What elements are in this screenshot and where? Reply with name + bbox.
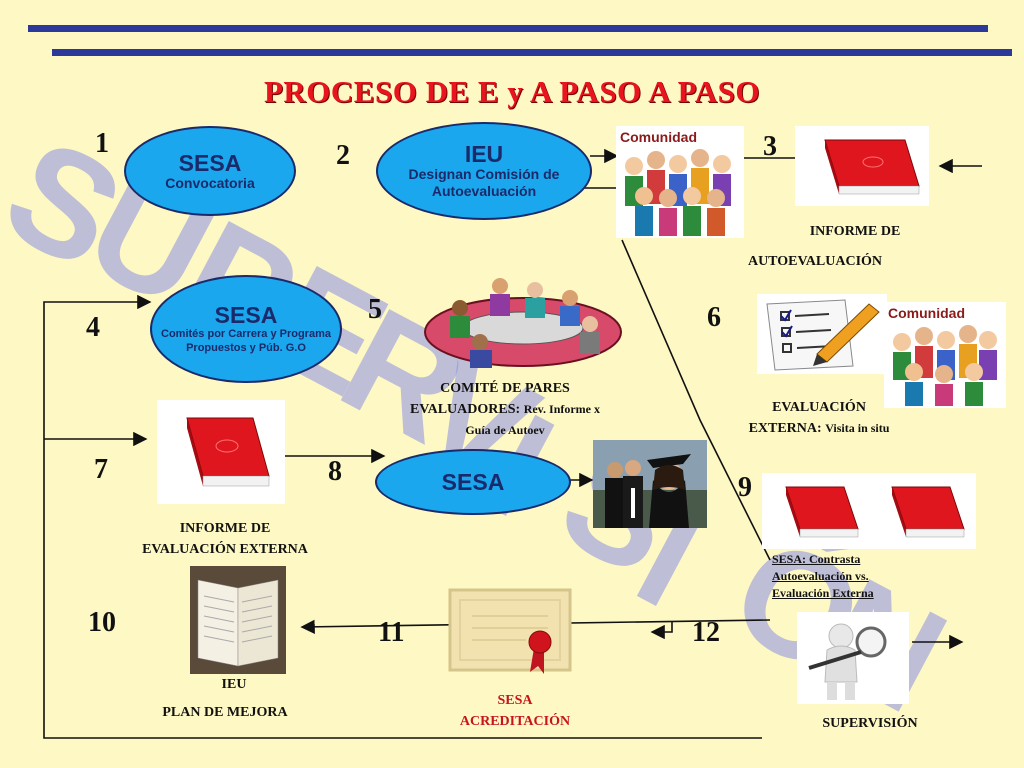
step-number-10: 10 <box>88 607 116 638</box>
community-label: Comunidad <box>620 129 697 145</box>
step-number-12: 12 <box>692 617 720 648</box>
community-people-icon-2: Comunidad <box>884 302 1006 408</box>
caption-ieu: IEU <box>221 677 247 692</box>
caption-line-1: EVALUACIÓN <box>772 400 866 415</box>
community-people-icon: Comunidad <box>616 126 744 238</box>
meeting-drawing <box>424 278 622 368</box>
caption-informe-autoevaluacion-2: AUTOEVALUACIÓN <box>747 254 883 269</box>
caption-guia: Guía de Autoev <box>465 423 545 437</box>
oval-sesa-comites: SESA Comités por Carrera y Programa Prop… <box>150 275 342 383</box>
open-book-drawing <box>190 566 286 674</box>
oval-subtitle-1: Comités por Carrera y Programa <box>161 328 331 340</box>
two-books-drawing <box>785 486 965 538</box>
caption-line-2: EXTERNA: Visita in situ <box>714 418 924 439</box>
oval-subtitle-2: Propuestos y Púb. G.O <box>186 342 306 354</box>
two-books-icon <box>762 473 976 549</box>
caption-externa: EXTERNA: <box>748 421 822 436</box>
oval-subtitle-1: Designan Comisión de <box>408 166 560 182</box>
oval-title: IEU <box>464 141 504 167</box>
caption-line-2: ACREDITACIÓN <box>459 714 571 729</box>
graduates-icon <box>593 440 707 528</box>
caption-rev-informe: Rev. Informe x <box>523 402 601 416</box>
community-people-drawing-2: Comunidad <box>888 305 997 406</box>
caption-sesa-acreditacion: SESA ACREDITACIÓN <box>420 690 610 732</box>
checklist-pencil-icon <box>757 294 887 374</box>
graduates-drawing <box>593 440 707 528</box>
caption-supervision: SUPERVISIÓN <box>822 716 918 731</box>
caption-line-2: Autoevaluación vs. <box>772 569 869 583</box>
certificate-icon <box>446 586 574 676</box>
caption-informe-evaluacion-externa: INFORME DE EVALUACIÓN EXTERNA <box>100 518 350 560</box>
step-number-4: 4 <box>86 312 100 343</box>
caption-line-3: Evaluación Externa <box>772 586 874 600</box>
step-number-6: 6 <box>707 302 721 333</box>
oval-subtitle: Convocatoria <box>165 174 255 191</box>
magnifier-figure-drawing <box>808 623 887 700</box>
top-stripe-1 <box>28 25 988 32</box>
open-book-icon <box>190 566 286 674</box>
step-number-3: 3 <box>763 131 777 162</box>
meeting-table-icon <box>420 272 626 372</box>
caption-visita: Visita in situ <box>825 421 890 435</box>
caption-comite-pares: COMITÉ DE PARES EVALUADORES: Rev. Inform… <box>360 378 650 441</box>
oval-ieu-comision: IEU Designan Comisión de Autoevaluación <box>376 122 592 220</box>
oval-sesa-8: SESA <box>375 449 571 515</box>
caption-evaluadores: EVALUADORES: <box>409 402 521 417</box>
checklist-drawing <box>766 299 880 371</box>
oval-subtitle-2: Autoevaluación <box>431 183 537 199</box>
caption-line-1: COMITÉ DE PARES <box>440 381 570 396</box>
caption-evaluacion-externa: EVALUACIÓN EXTERNA: Visita in situ <box>714 397 924 439</box>
top-stripe-2 <box>52 49 1012 56</box>
certificate-drawing <box>448 588 572 674</box>
book-drawing <box>824 139 920 195</box>
magnifier-figure-icon <box>797 612 909 704</box>
caption-line-3: Guía de Autoev <box>360 420 650 441</box>
oval-title: SESA <box>178 149 242 176</box>
community-people-drawing: Comunidad <box>620 129 731 236</box>
community-label-2: Comunidad <box>888 305 965 321</box>
caption-informe-autoevaluacion-1: INFORME DE <box>809 224 901 239</box>
caption-plan-mejora: PLAN DE MEJORA <box>162 705 288 720</box>
step-number-2: 2 <box>336 140 350 171</box>
step-number-11: 11 <box>378 617 405 648</box>
caption-sesa-contrasta: SESA: Contrasta Autoevaluación vs. Evalu… <box>772 551 952 602</box>
caption-line-1: SESA: Contrasta <box>772 552 861 566</box>
page-title: PROCESO DE E y A PASO A PASO <box>263 74 761 109</box>
step-number-7: 7 <box>94 454 108 485</box>
book-drawing-7 <box>186 417 270 487</box>
caption-line-1: INFORME DE <box>179 521 271 536</box>
step-number-9: 9 <box>738 472 752 503</box>
caption-line-1: SESA <box>497 693 533 708</box>
book-icon-7 <box>157 400 285 504</box>
caption-line-2: EVALUACIÓN EXTERNA <box>142 542 308 557</box>
step-number-8: 8 <box>328 456 342 487</box>
oval-title: SESA <box>441 469 505 495</box>
step-number-1: 1 <box>95 128 109 159</box>
oval-sesa-convocatoria: SESA Convocatoria <box>124 126 296 216</box>
oval-title: SESA <box>214 302 278 328</box>
book-icon <box>795 126 929 206</box>
caption-line-2: EVALUADORES: Rev. Informe x <box>360 399 650 420</box>
step-number-5: 5 <box>368 294 382 325</box>
